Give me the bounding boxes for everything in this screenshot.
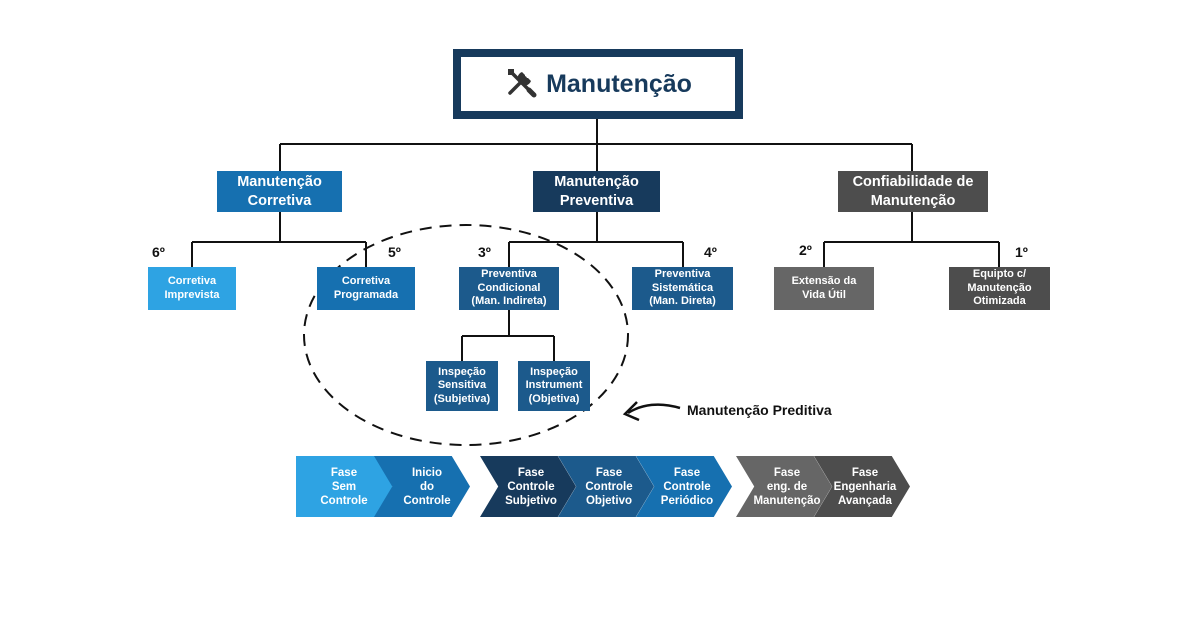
leaf-preventiva-condicional: Preventiva Condicional (Man. Indireta) [459, 267, 559, 310]
annotation-manutencao-preditiva: Manutenção Preditiva [687, 402, 832, 418]
leaf-corretiva-programada: Corretiva Programada [317, 267, 415, 310]
rank-corretiva-imprevista: 6º [152, 244, 165, 260]
category-corretiva: Manutenção Corretiva [217, 171, 342, 212]
leaf-corretiva-imprevista: Corretiva Imprevista [148, 267, 236, 310]
rank-preventiva-sistematica: 4º [704, 244, 717, 260]
leaf-extensao-vida-util: Extensão da Vida Útil [774, 267, 874, 310]
phase-sem-controle: Fase Sem Controle [296, 456, 392, 517]
root-node: Manutenção [453, 49, 743, 119]
rank-corretiva-programada: 5º [388, 244, 401, 260]
category-preventiva: Manutenção Preventiva [533, 171, 660, 212]
rank-extensao-vida-util: 2º [799, 242, 812, 258]
rank-equipto-otimizada: 1º [1015, 244, 1028, 260]
inspection-sensitiva: Inspeção Sensitiva (Subjetiva) [426, 361, 498, 411]
predictive-region-ellipse [303, 224, 629, 446]
phase-controle-objetivo: Fase Controle Objetivo [558, 456, 654, 517]
leaf-preventiva-sistematica: Preventiva Sistemática (Man. Direta) [632, 267, 733, 310]
leaf-equipto-otimizada: Equipto c/ Manutenção Otimizada [949, 267, 1050, 310]
wrench-screwdriver-icon [504, 65, 538, 104]
rank-preventiva-condicional: 3º [478, 244, 491, 260]
inspection-instrument: Inspeção Instrument (Objetiva) [518, 361, 590, 411]
curved-arrow-icon [622, 401, 681, 422]
category-confiabilidade: Confiabilidade de Manutenção [838, 171, 988, 212]
root-title: Manutenção [546, 69, 692, 98]
